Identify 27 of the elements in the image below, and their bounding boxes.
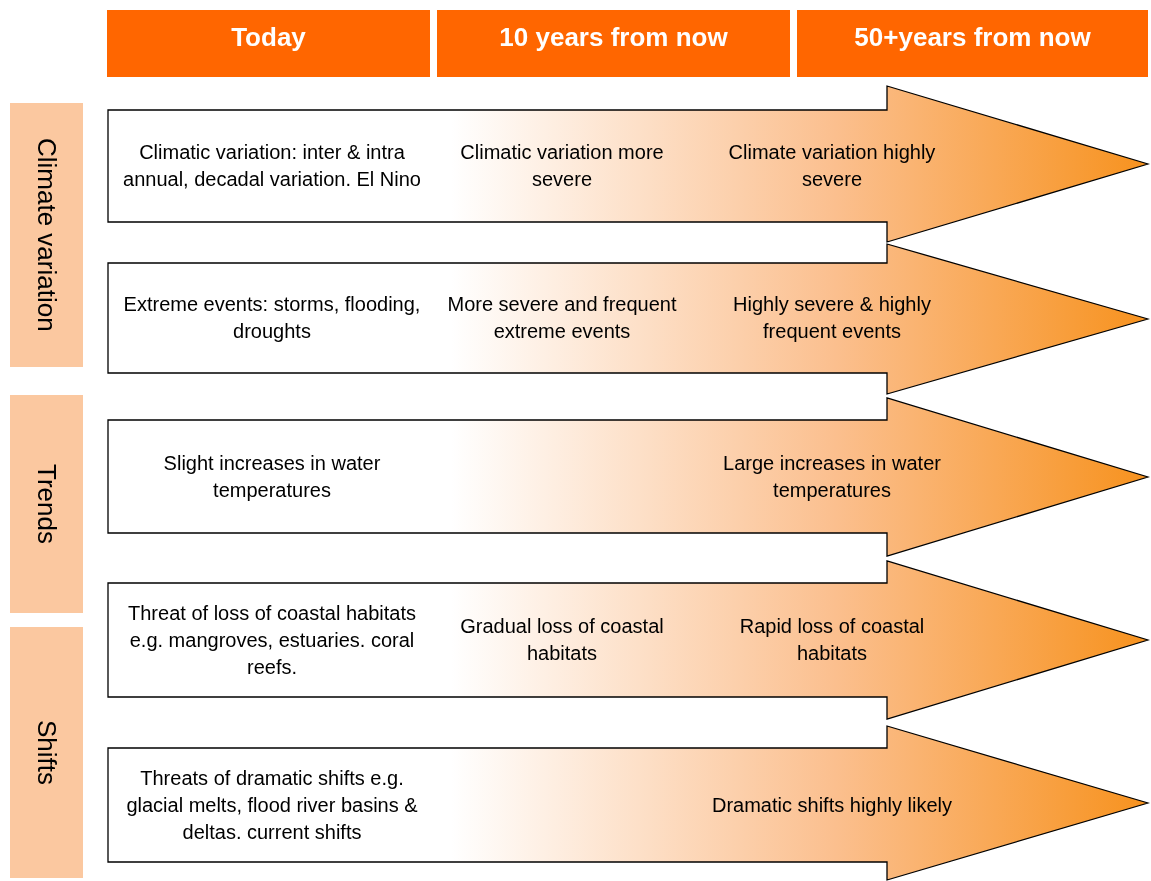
arrow-text: Dramatic shifts highly likely — [710, 792, 954, 818]
row-band — [10, 627, 83, 878]
arrow-shape — [107, 85, 1150, 243]
column-header: 50+years from now — [797, 10, 1148, 77]
row-label: Shifts — [31, 720, 62, 785]
row-label: Trends — [31, 464, 62, 544]
arrow-text: Highly severe & highly frequent events — [732, 292, 932, 344]
arrow-text: Threat of loss of coastal habitats e.g. mangroves, estuaries. coral reefs. — [127, 600, 417, 680]
column-header: Today — [107, 10, 430, 77]
arrow-shape — [107, 560, 1150, 720]
arrow-text: Extreme events: storms, flooding, droughts — [122, 292, 422, 344]
arrow-text: Rapid loss of coastal habitats — [738, 614, 926, 666]
arrow-text: Gradual loss of coastal habitats — [459, 614, 665, 666]
row-band — [10, 395, 83, 613]
arrow-shape — [107, 243, 1150, 395]
arrow-text: Slight increases in water temperatures — [162, 450, 382, 503]
arrow-text: Large increases in water temperatures — [722, 450, 942, 503]
row-band — [10, 103, 83, 367]
row-label: Climate variation — [31, 138, 62, 332]
arrow-shape — [107, 725, 1150, 881]
arrow-text: Threats of dramatic shifts e.g. glacial melts, flood river basins & deltas. current shifts — [125, 765, 419, 845]
arrow-shape — [107, 397, 1150, 557]
column-header: 10 years from now — [437, 10, 790, 77]
arrow-text: Climatic variation more severe — [459, 140, 665, 192]
arrow-text: Climate variation highly severe — [727, 140, 937, 192]
arrow-text: More severe and frequent extreme events — [447, 292, 677, 344]
arrow-text: Climatic variation: inter & intra annual, decadal variation. El Nino — [122, 140, 422, 192]
